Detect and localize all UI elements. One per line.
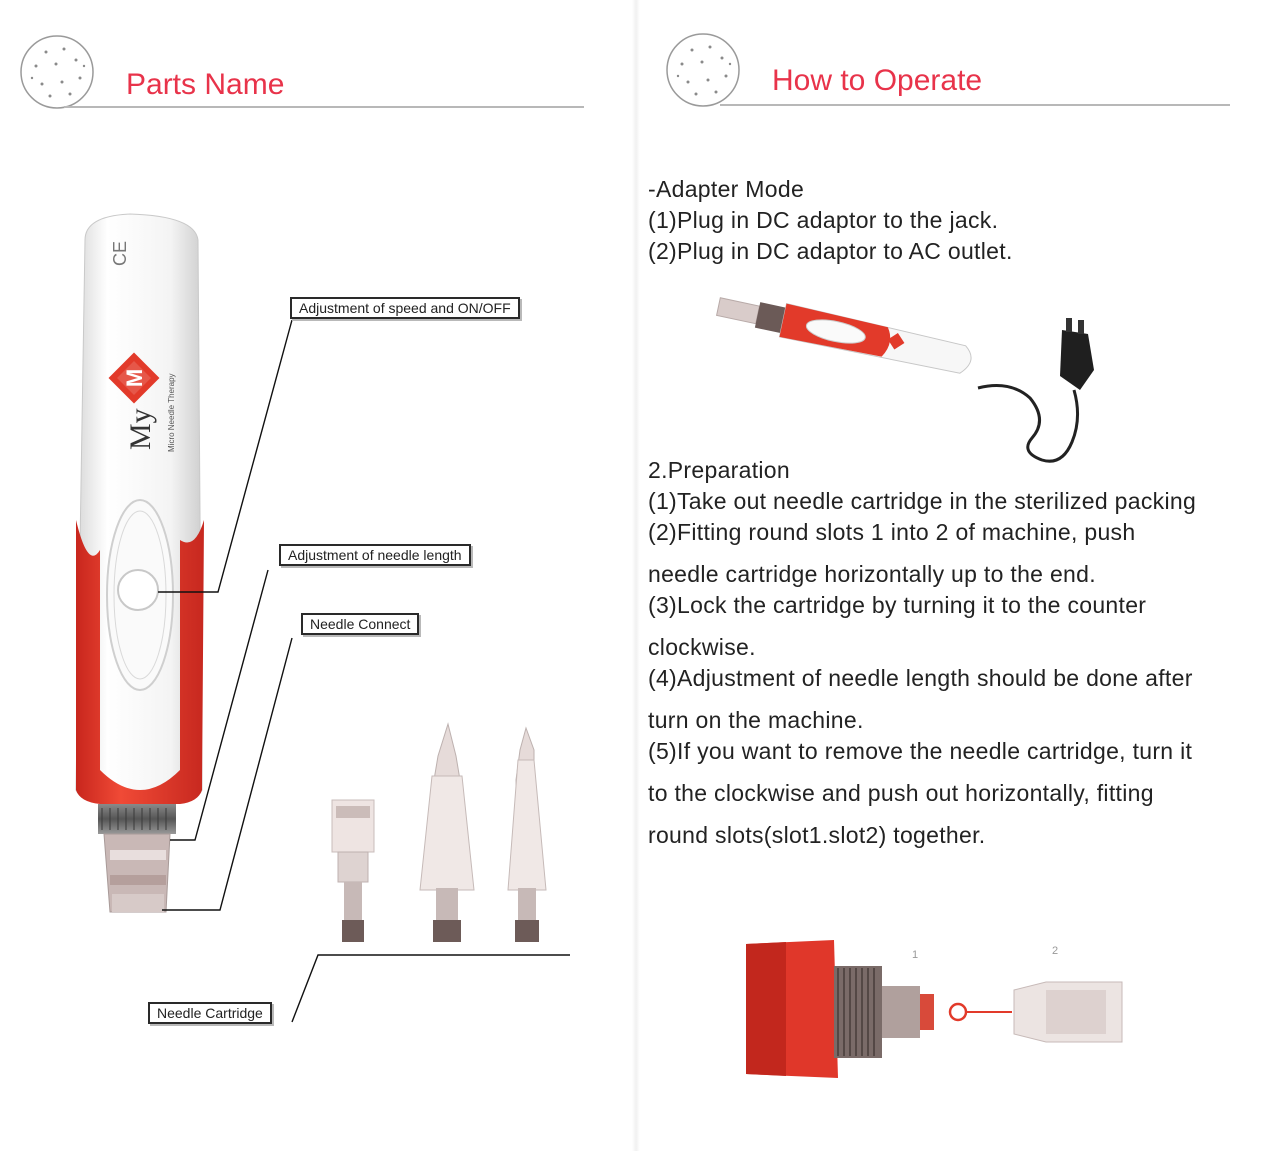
prep-line-6: (4)Adjustment of needle length should be…	[648, 665, 1193, 691]
cartridge-long-1	[419, 722, 475, 942]
slot-number-1: 1	[912, 949, 918, 961]
adapter-mode-heading: -Adapter Mode	[648, 176, 805, 202]
ce-mark: CE	[110, 241, 130, 266]
microneedle-pen-illustration: M My Micro Needle Therapy CE	[75, 213, 204, 913]
how-to-operate-title: How to Operate	[772, 64, 983, 97]
adapter-step-2: (2)Plug in DC adaptor to AC outlet.	[648, 238, 1013, 264]
prep-line-5: clockwise.	[648, 634, 756, 660]
leader-lines	[158, 319, 570, 1023]
prep-line-3: needle cartridge horizontally up to the …	[648, 561, 1096, 587]
cartridge-insertion-illustration: 1 2	[746, 940, 1123, 1078]
prep-line-7: turn on the machine.	[648, 707, 864, 733]
adapter-step-1: (1)Plug in DC adaptor to the jack.	[648, 207, 999, 233]
parts-name-page: Parts Name	[0, 0, 640, 1151]
cartridge-long-2	[507, 726, 547, 942]
prep-line-10: round slots(slot1.slot2) together.	[648, 822, 986, 848]
preparation-heading: 2.Preparation	[648, 457, 790, 483]
brand-text: My	[124, 408, 157, 450]
how-to-operate-rule	[720, 104, 1230, 106]
dotted-circle-icon	[666, 33, 740, 107]
label-needle-length: Adjustment of needle length	[279, 544, 471, 566]
logo-letter: M	[122, 369, 147, 387]
parts-name-rule	[64, 106, 584, 108]
parts-name-title: Parts Name	[126, 68, 285, 101]
how-to-operate-page: How to Operate -Adapter Mode (1)Plug in …	[640, 0, 1286, 1151]
prep-line-4: (3)Lock the cartridge by turning it to t…	[648, 592, 1147, 618]
label-speed-onoff: Adjustment of speed and ON/OFF	[290, 297, 520, 319]
instructions-text: -Adapter Mode (1)Plug in DC adaptor to t…	[648, 174, 1268, 851]
prep-line-2: (2)Fitting round slots 1 into 2 of machi…	[648, 519, 1136, 545]
prep-line-8: (5)If you want to remove the needle cart…	[648, 738, 1193, 764]
pen-with-adapter-illustration	[715, 297, 1094, 463]
dotted-circle-icon	[20, 35, 94, 109]
brand-subtitle: Micro Needle Therapy	[167, 373, 176, 452]
slot-number-2: 2	[1052, 945, 1058, 957]
cartridge-short	[331, 799, 375, 942]
needle-cartridges-illustration	[331, 722, 547, 942]
label-needle-cartridge: Needle Cartridge	[148, 1002, 272, 1024]
prep-line-1: (1)Take out needle cartridge in the ster…	[648, 488, 1197, 514]
page-gutter	[632, 0, 640, 1151]
prep-line-9: to the clockwise and push out horizontal…	[648, 780, 1154, 806]
label-needle-connect: Needle Connect	[301, 613, 420, 635]
